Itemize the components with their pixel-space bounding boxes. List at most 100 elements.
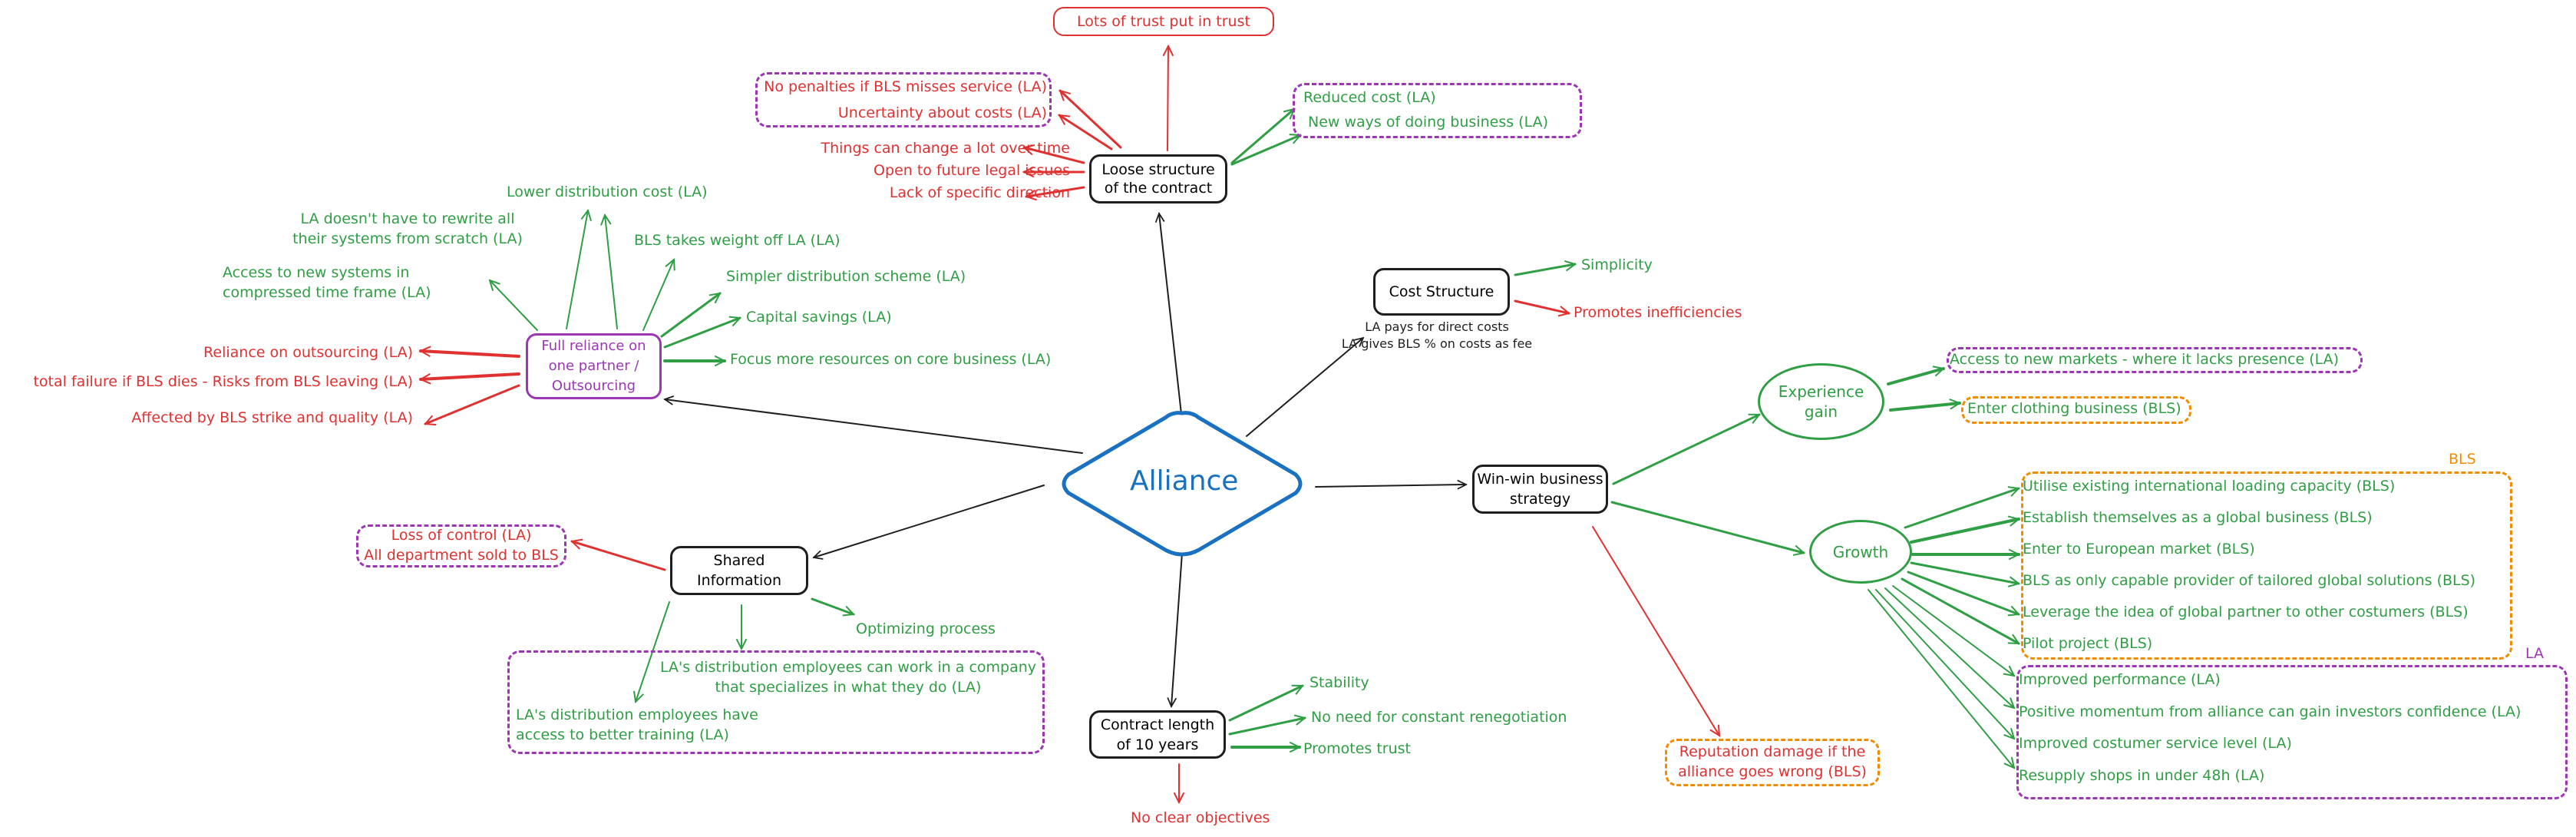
- connector-arrow: [1875, 589, 2014, 739]
- positive-item: BLS takes weight off LA (LA): [634, 232, 841, 249]
- negative-item: Uncertainty about costs (LA): [837, 104, 1047, 121]
- growth-node[interactable]: Growth: [1809, 520, 1912, 584]
- connector-arrow: [1228, 684, 1303, 722]
- positive-item: Stability: [1309, 674, 1369, 691]
- connector-arrow: [1901, 577, 2019, 645]
- experience-gain-la-group: [1947, 347, 2363, 373]
- negative-item: Promotes inefficiencies: [1574, 304, 1742, 321]
- connector-arrow: [1868, 589, 2014, 768]
- negative-item: Loss of control (LA) All department sold…: [364, 527, 559, 564]
- connector-arrow: [663, 318, 740, 349]
- connector-arrow: [1884, 587, 2014, 708]
- negative-item: Affected by BLS strike and quality (LA): [131, 409, 413, 426]
- shared-information-negatives-group: [356, 524, 566, 567]
- connector-arrow: [605, 215, 618, 329]
- connector-arrow: [1167, 46, 1168, 151]
- connector-arrow: [1060, 91, 1122, 149]
- negative-item: Open to future legal issues: [874, 162, 1070, 179]
- connector-arrow: [1907, 571, 2019, 614]
- connector-arrow: [1315, 485, 1466, 487]
- win-win-node[interactable]: Win-win business strategy: [1472, 465, 1608, 514]
- connector-arrow: [1026, 186, 1085, 197]
- full-reliance-node[interactable]: Full reliance on one partner / Outsourci…: [526, 333, 662, 399]
- connector-arrow: [665, 399, 1083, 454]
- positive-item: LA's distribution employees can work in …: [660, 659, 1037, 696]
- positive-item: Improved performance (LA): [2019, 671, 2221, 688]
- positive-item: Simplicity: [1581, 256, 1653, 273]
- alliance-diamond: [1062, 411, 1303, 557]
- connector-arrow: [421, 372, 520, 379]
- connector-arrow: [425, 384, 520, 424]
- negative-item: No penalties if BLS misses service (LA): [764, 78, 1047, 95]
- experience-gain-node[interactable]: Experience gain: [1758, 363, 1884, 440]
- negative-item: total failure if BLS dies - Risks from B…: [33, 373, 413, 390]
- positive-item: Lower distribution cost (LA): [507, 184, 708, 200]
- connector-arrow: [1889, 403, 1960, 412]
- connector-arrow: [1514, 264, 1575, 276]
- connector-arrow: [642, 260, 674, 331]
- positive-item: Resupply shops in under 48h (LA): [2019, 767, 2265, 784]
- alliance-label: Alliance: [1130, 465, 1239, 497]
- positive-item: Leverage the idea of global partner to o…: [2023, 604, 2469, 620]
- positive-item: New ways of doing business (LA): [1308, 114, 1548, 131]
- connector-arrow: [421, 351, 520, 358]
- connector-arrow: [1910, 561, 2019, 584]
- connector-arrow: [1612, 413, 1759, 485]
- connector-arrow: [1228, 718, 1305, 736]
- group-label-bls: BLS: [2449, 451, 2476, 468]
- positive-item: Establish themselves as a global busines…: [2023, 509, 2373, 526]
- connector-arrow: [1904, 488, 2019, 529]
- positive-item: Improved costumer service level (LA): [2019, 735, 2292, 752]
- connector-arrow: [1171, 552, 1183, 706]
- positive-item: Promotes trust: [1303, 740, 1412, 757]
- connector-arrow: [1024, 147, 1085, 164]
- growth-bls-group: [2021, 471, 2512, 660]
- experience-gain-bls-group: [1961, 396, 2191, 424]
- connector-arrow: [660, 292, 720, 338]
- cost-structure-node[interactable]: Cost Structure: [1373, 268, 1510, 316]
- positive-item: LA's distribution employees have access …: [516, 706, 758, 743]
- positive-item: Focus more resources on core business (L…: [730, 351, 1052, 368]
- connector-arrow: [1610, 501, 1804, 553]
- negative-item: Reliance on outsourcing (LA): [203, 344, 413, 361]
- loose-structure-node[interactable]: Loose structure of the contract: [1089, 154, 1227, 203]
- positive-item: Simpler distribution scheme (LA): [726, 268, 966, 285]
- negative-item: No clear objectives: [1131, 809, 1270, 826]
- loose-structure-negatives-group: [755, 72, 1052, 127]
- negative-item: Reputation damage if the alliance goes w…: [1678, 743, 1867, 780]
- positive-item: No need for constant renegotiation: [1311, 709, 1567, 726]
- connector-arrow: [1514, 299, 1569, 313]
- positive-item: Enter to European market (BLS): [2023, 541, 2255, 557]
- connector-arrow: [566, 210, 588, 329]
- connector-arrow: [1230, 135, 1300, 166]
- positive-item: Enter clothing business (BLS): [1967, 400, 2181, 417]
- connector-arrow: [572, 541, 666, 571]
- connector-arrow: [1592, 526, 1719, 736]
- growth-la-group: [2016, 665, 2568, 799]
- connector-arrow: [814, 485, 1045, 557]
- positive-item: Capital savings (LA): [746, 309, 892, 326]
- group-label-la: LA: [2525, 645, 2545, 662]
- positive-item: Reduced cost (LA): [1303, 89, 1436, 106]
- connector-arrow: [1230, 108, 1294, 164]
- connector-arrow: [1887, 369, 1944, 385]
- positive-item: Access to new markets - where it lacks p…: [1950, 351, 2340, 368]
- reputation-risk-group: [1665, 739, 1880, 786]
- connector-arrow: [1910, 519, 2019, 544]
- positive-item: LA doesn't have to rewrite all their sys…: [292, 210, 523, 247]
- positive-item: Utilise existing international loading c…: [2023, 478, 2396, 495]
- lots-of-trust-node[interactable]: Lots of trust put in trust: [1053, 7, 1274, 36]
- positive-item: Access to new systems in compressed time…: [223, 264, 431, 301]
- loose-structure-positives-group: [1293, 83, 1582, 138]
- positive-item: BLS as only capable provider of tailored…: [2023, 572, 2476, 589]
- contract-length-node[interactable]: Contract length of 10 years: [1089, 710, 1226, 759]
- connector-arrow: [1059, 114, 1113, 151]
- cost-structure-note: LA pays for direct costs LA gives BLS % …: [1341, 319, 1533, 351]
- positive-item: Pilot project (BLS): [2023, 635, 2153, 652]
- connector-arrow: [490, 280, 538, 331]
- connector-arrow: [811, 597, 854, 614]
- shared-information-node[interactable]: Shared Information: [670, 546, 808, 595]
- shared-information-positives-group: [507, 650, 1045, 754]
- positive-item: Optimizing process: [856, 620, 996, 637]
